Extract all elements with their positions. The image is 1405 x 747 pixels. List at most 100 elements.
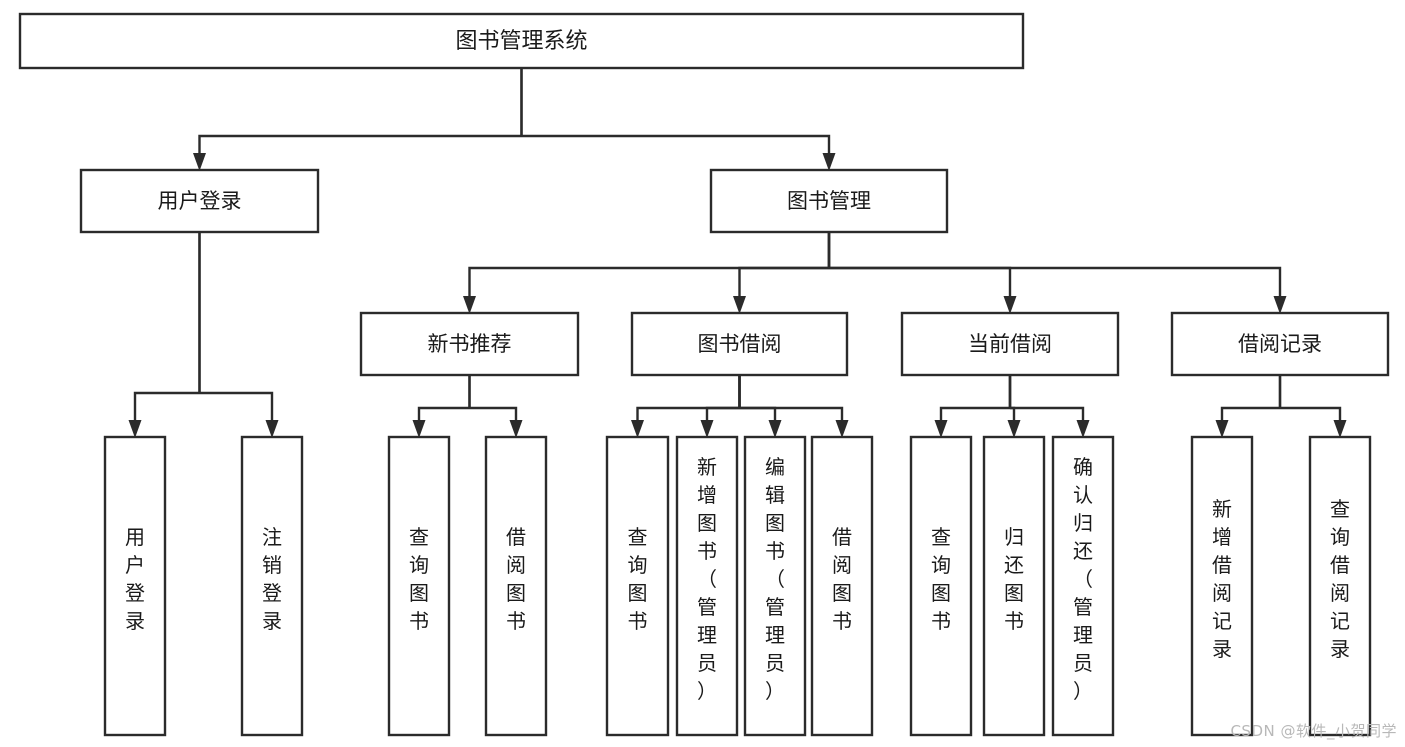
nodes-layer: 图书管理系统用户登录图书管理新书推荐图书借阅当前借阅借阅记录用户登录注销登录查询… [18, 12, 1390, 737]
connector-branch [829, 266, 1282, 296]
node-box[interactable] [1170, 311, 1390, 377]
node-box[interactable] [982, 435, 1046, 737]
node-label: 查询图书 [628, 525, 648, 633]
arrow-head-icon [934, 420, 948, 438]
node-label: 新增借阅记录 [1212, 497, 1232, 661]
node-leaf-user-login[interactable]: 用户登录 [103, 435, 167, 737]
connector-branch [468, 266, 829, 296]
node-current-borrow[interactable]: 当前借阅 [900, 311, 1120, 377]
connector-branch [1220, 406, 1280, 420]
node-new-book-rec[interactable]: 新书推荐 [359, 311, 580, 377]
connector-branch [198, 134, 522, 153]
arrow-head-icon [509, 420, 523, 438]
node-label: 新增图书（管理员） [697, 455, 717, 703]
arrow-head-icon [412, 420, 426, 438]
arrow-head-icon [193, 153, 206, 171]
arrow-head-icon [1003, 296, 1017, 314]
connector-branch [133, 391, 200, 420]
node-label: 借阅图书 [832, 525, 852, 633]
node-leaf-return-book[interactable]: 归还图书 [982, 435, 1046, 737]
node-label: 借阅记录 [1238, 332, 1322, 356]
node-label: 用户登录 [158, 189, 242, 213]
arrow-head-icon [1273, 296, 1287, 314]
node-box[interactable] [810, 435, 874, 737]
node-label: 借阅图书 [506, 525, 526, 633]
node-label: 编辑图书（管理员） [765, 455, 785, 703]
node-box[interactable] [1308, 435, 1372, 737]
node-leaf-query-book-cur[interactable]: 查询图书 [909, 435, 973, 737]
node-label: 确认归还（管理员） [1073, 455, 1093, 703]
node-box[interactable] [79, 168, 320, 234]
node-label: 图书借阅 [698, 332, 782, 356]
connector-branch [738, 266, 829, 296]
connector-branch [469, 406, 518, 420]
arrow-head-icon [733, 296, 746, 314]
node-label: 用户登录 [125, 525, 145, 633]
node-leaf-add-record[interactable]: 新增借阅记录 [1190, 435, 1254, 737]
connector-branch [939, 406, 1010, 420]
connector-branch [521, 134, 831, 153]
node-label: 查询借阅记录 [1330, 497, 1350, 661]
node-leaf-query-book-borrow[interactable]: 查询图书 [605, 435, 670, 737]
node-leaf-edit-book[interactable]: 编辑图书（管理员） [743, 435, 807, 737]
node-box[interactable] [359, 311, 580, 377]
node-label: 图书管理系统 [455, 29, 587, 54]
connector-branch [1280, 406, 1342, 420]
connectors-layer [128, 68, 1347, 438]
node-label: 归还图书 [1004, 525, 1024, 633]
arrow-head-icon [631, 420, 644, 438]
connector-branch [199, 391, 274, 420]
node-label: 当前借阅 [968, 332, 1052, 356]
arrow-head-icon [128, 420, 142, 438]
node-leaf-logout[interactable]: 注销登录 [240, 435, 304, 737]
node-box[interactable] [900, 311, 1120, 377]
node-leaf-query-record[interactable]: 查询借阅记录 [1308, 435, 1372, 737]
connector-branch [417, 406, 470, 420]
node-leaf-borrow-book[interactable]: 借阅图书 [810, 435, 874, 737]
node-box[interactable] [605, 435, 670, 737]
node-borrow-record[interactable]: 借阅记录 [1170, 311, 1390, 377]
arrow-head-icon [822, 153, 836, 171]
node-box[interactable] [1190, 435, 1254, 737]
node-box[interactable] [103, 435, 167, 737]
node-label: 注销登录 [262, 525, 282, 633]
connector-branch [739, 406, 777, 420]
connector-branch [739, 406, 844, 420]
connector-branch [705, 406, 740, 420]
node-box[interactable] [709, 168, 949, 234]
arrow-head-icon [1215, 420, 1229, 438]
node-box[interactable] [484, 435, 548, 737]
arrow-head-icon [835, 420, 849, 438]
arrow-head-icon [700, 420, 714, 438]
node-box[interactable] [909, 435, 973, 737]
arrow-head-icon [768, 420, 782, 438]
arrow-head-icon [265, 420, 279, 438]
connector-branch [829, 266, 1012, 296]
node-box[interactable] [743, 435, 807, 737]
node-label: 查询图书 [409, 525, 429, 633]
node-box[interactable] [18, 12, 1025, 70]
node-box[interactable] [630, 311, 849, 377]
node-book-manage[interactable]: 图书管理 [709, 168, 949, 234]
connector-branch [1010, 406, 1016, 420]
node-root[interactable]: 图书管理系统 [18, 12, 1025, 70]
node-label: 新书推荐 [428, 332, 512, 356]
node-label: 查询图书 [931, 525, 951, 633]
node-leaf-borrow-book-rec[interactable]: 借阅图书 [484, 435, 548, 737]
connector-branch [636, 406, 740, 420]
node-user-login[interactable]: 用户登录 [79, 168, 320, 234]
node-leaf-query-book-rec[interactable]: 查询图书 [387, 435, 451, 737]
arrow-head-icon [1076, 420, 1090, 438]
node-leaf-confirm-return[interactable]: 确认归还（管理员） [1051, 435, 1115, 737]
node-book-borrow[interactable]: 图书借阅 [630, 311, 849, 377]
node-label: 图书管理 [787, 189, 871, 213]
arrow-head-icon [463, 296, 476, 314]
arrow-head-icon [1333, 420, 1347, 438]
node-box[interactable] [240, 435, 304, 737]
node-leaf-add-book[interactable]: 新增图书（管理员） [675, 435, 739, 737]
node-box[interactable] [387, 435, 451, 737]
node-box[interactable] [1051, 435, 1115, 737]
node-box[interactable] [675, 435, 739, 737]
